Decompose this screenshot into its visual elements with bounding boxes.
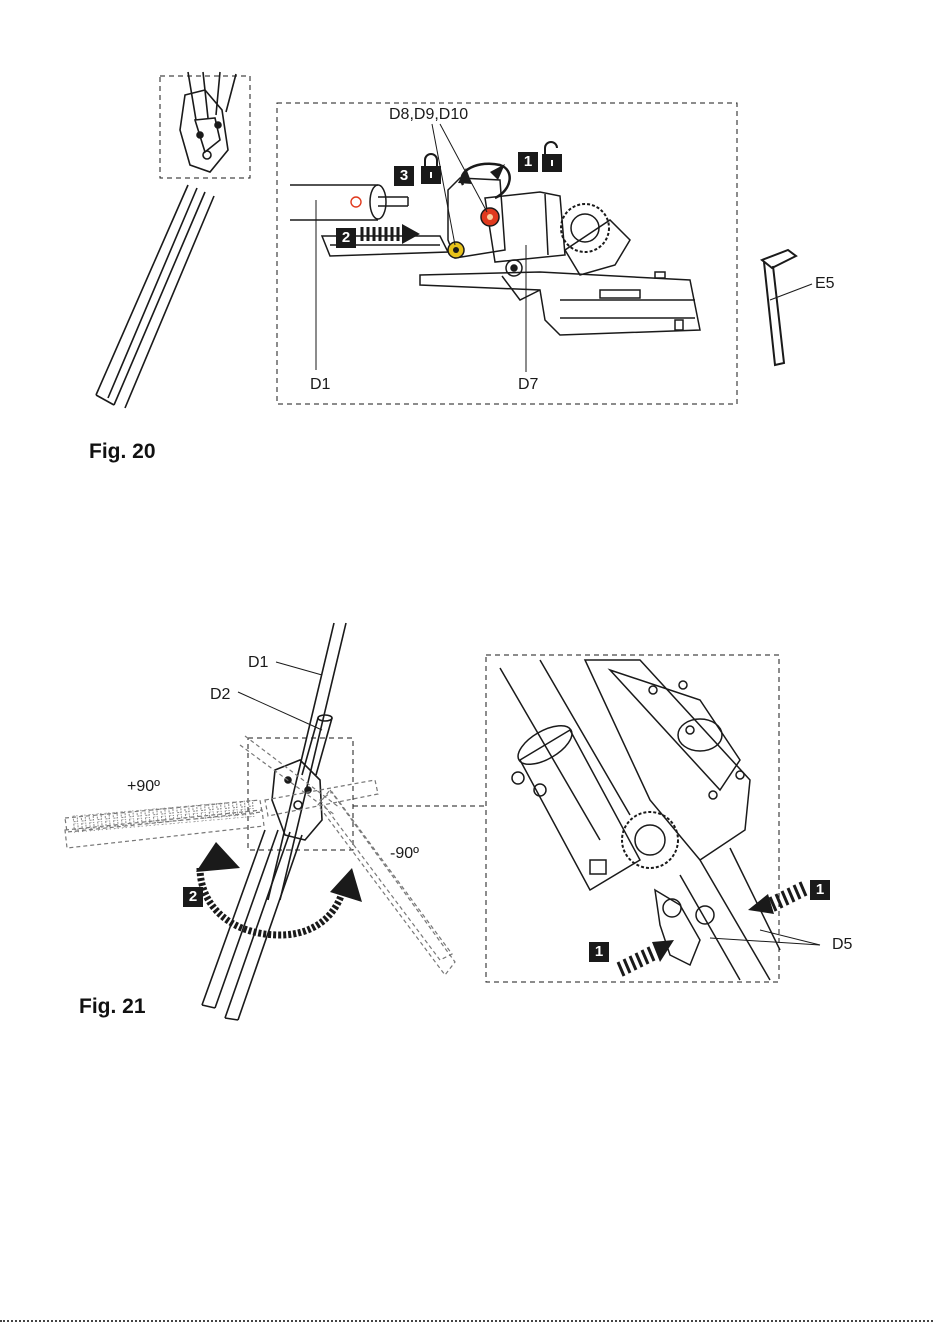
fig20-unlock-icon	[542, 142, 562, 172]
fig20-label-d8-d9-d10: D8,D9,D10	[389, 107, 468, 123]
fig20-step-badge-1: 1	[518, 152, 538, 172]
fig20-insert-arrow	[362, 224, 420, 244]
fig21-blade-teeth	[70, 799, 256, 833]
fig20-alignment-mark	[351, 197, 361, 207]
fig20-rotate-arrow	[458, 164, 510, 198]
fig20-step-badge-3: 3	[394, 166, 414, 186]
page-bottom-edge	[0, 1320, 933, 1322]
fig21-label-minus90: -90º	[390, 846, 419, 862]
fig20-label-e5: E5	[815, 276, 835, 292]
fig21-step-badge-1-left: 1	[589, 942, 609, 962]
fig21-label-d5: D5	[832, 937, 852, 953]
fig21-label-d2: D2	[210, 687, 230, 703]
fig20-label-d1: D1	[310, 377, 330, 393]
fig20-step-badge-2: 2	[336, 228, 356, 248]
fig20-hex-key	[762, 250, 796, 365]
fig20-detail-drawing	[290, 178, 700, 335]
fig21-leader-lines	[238, 662, 820, 945]
fig20-lock-icon	[421, 154, 441, 184]
fig20-label-d7: D7	[518, 377, 538, 393]
fig20-caption: Fig. 20	[89, 441, 156, 462]
fig21-detail-drawing	[500, 660, 780, 980]
fig21-press-arrows	[618, 882, 806, 976]
fig21-caption: Fig. 21	[79, 996, 146, 1017]
fig21-label-d1: D1	[248, 655, 268, 671]
fig21-step-badge-2: 2	[183, 887, 203, 907]
fig20-detail-frame	[277, 103, 737, 404]
fig20-overview-pole	[96, 72, 250, 408]
fig21-label-plus90: +90º	[127, 779, 160, 795]
fig21-step-badge-1-right: 1	[810, 880, 830, 900]
